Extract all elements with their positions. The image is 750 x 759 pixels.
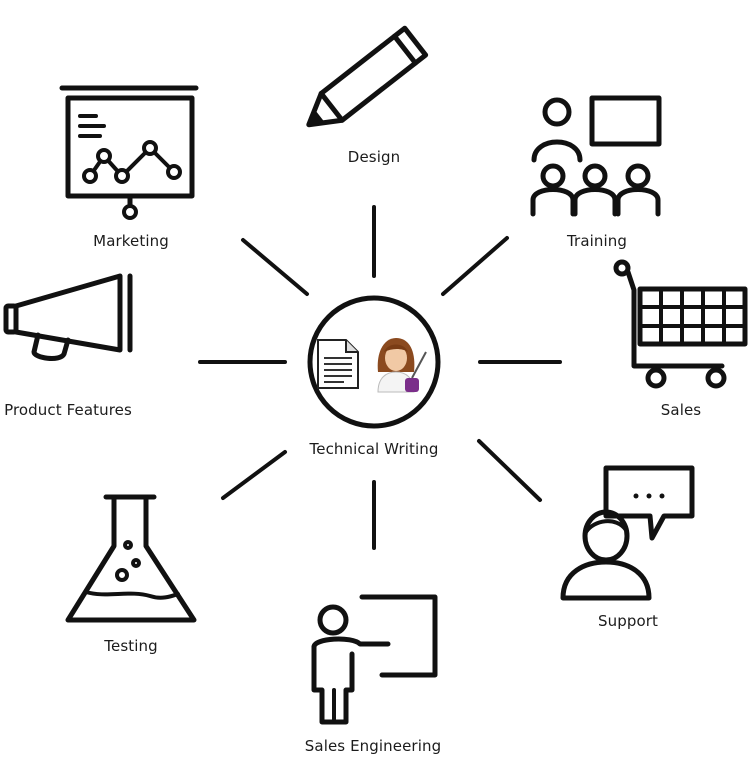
writer-person-icon [377,338,427,393]
spoke-marketing [241,238,309,296]
classroom-icon [530,95,662,217]
node-label-sales: Sales [660,401,702,419]
support-agent-icon [560,465,695,601]
spoke-testing [221,450,287,500]
spoke-support [477,439,542,502]
node-label-sales-engineering: Sales Engineering [304,737,442,755]
node-label-design: Design [347,148,401,166]
presentation-chart-icon [59,85,199,220]
center-label: Technical Writing [309,440,439,458]
node-label-training: Training [567,232,627,250]
node-label-marketing: Marketing [93,232,169,250]
center-circle [307,295,441,429]
flask-icon [65,494,197,623]
spokes [198,205,562,550]
node-label-support: Support [598,612,658,630]
center-hub [307,295,441,429]
presenter-board-icon [311,594,438,725]
node-label-product-features: Product Features [4,401,132,419]
node-label-testing: Testing [104,637,158,655]
spoke-training [441,236,509,296]
megaphone-icon [3,273,133,361]
shopping-cart-icon [613,259,748,389]
document-icon [317,339,359,389]
pencil-icon [306,25,429,128]
